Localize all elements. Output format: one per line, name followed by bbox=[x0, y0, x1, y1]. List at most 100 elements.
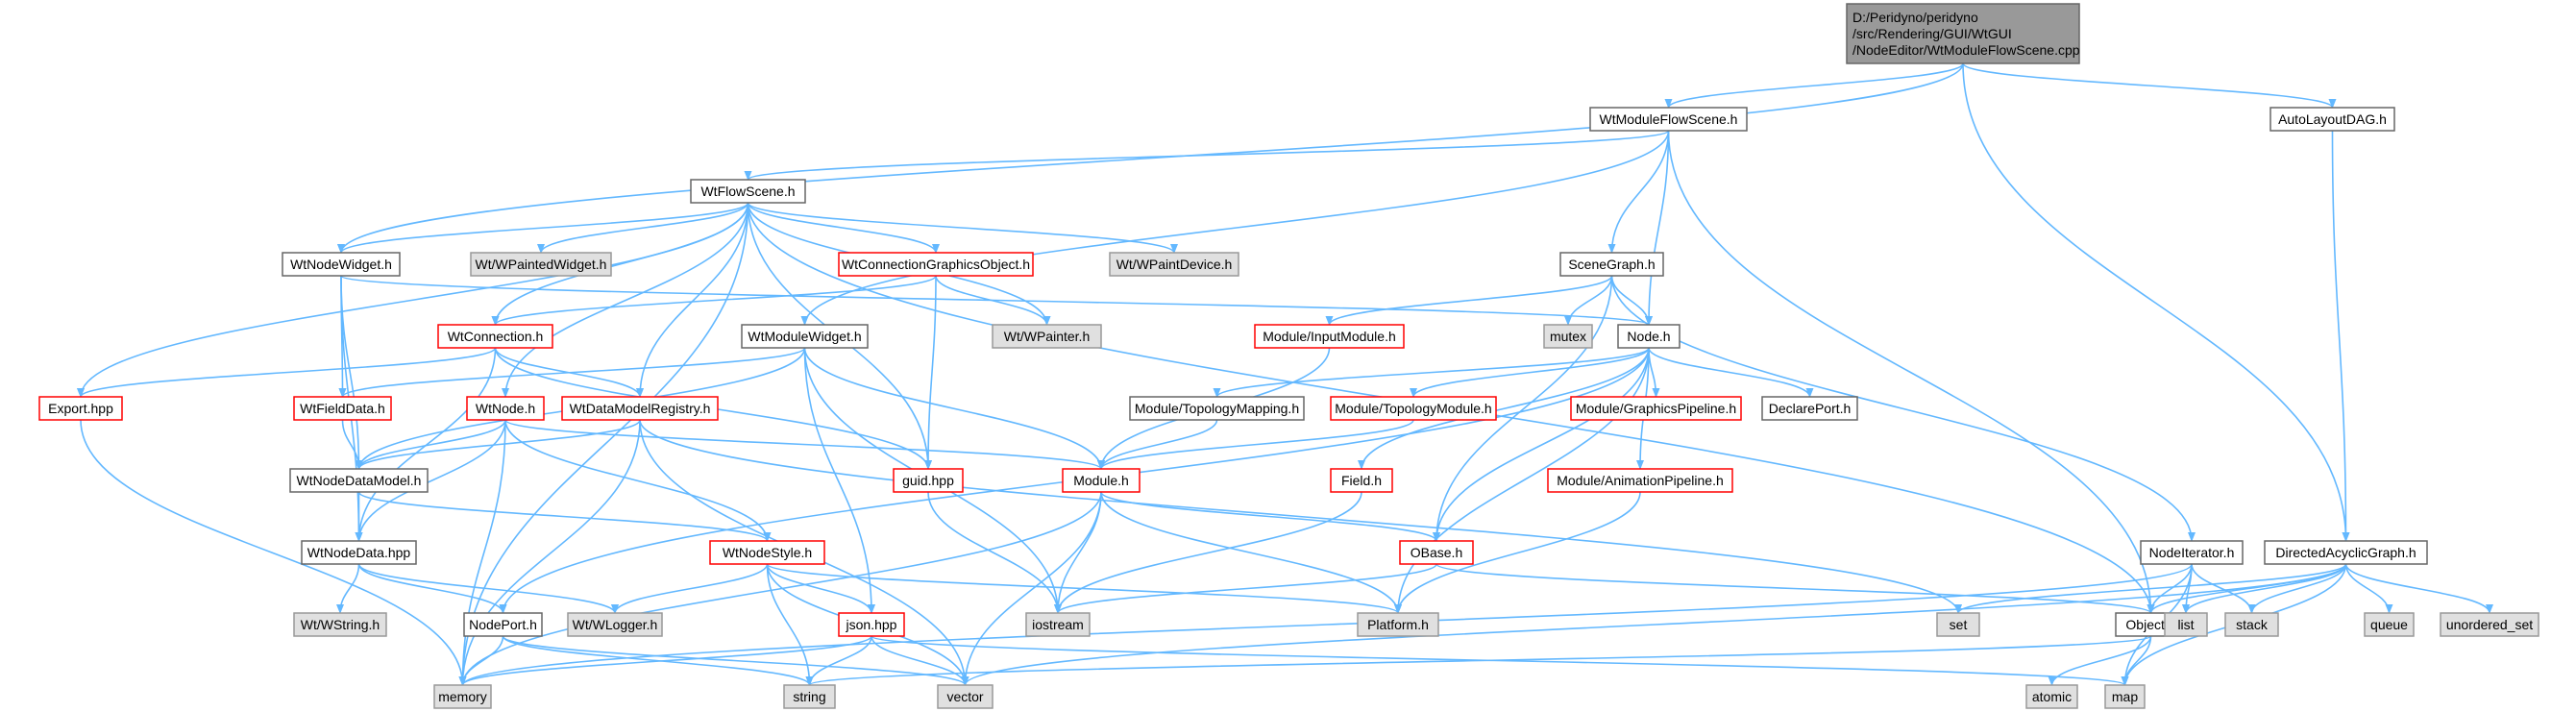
node-fieldh[interactable]: Field.h bbox=[1330, 468, 1393, 493]
node-wlogger: Wt/WLogger.h bbox=[567, 612, 663, 637]
node-jsonhpp[interactable]: json.hpp bbox=[838, 612, 905, 637]
node-box bbox=[838, 252, 1034, 277]
node-wtflow[interactable]: WtFlowScene.h bbox=[690, 179, 806, 204]
node-label: iostream bbox=[1032, 617, 1084, 632]
edge-animpipe-to-platform bbox=[1394, 491, 1641, 614]
node-label: set bbox=[1950, 617, 1968, 632]
node-vector: vector bbox=[937, 684, 994, 709]
node-label: WtNode.h bbox=[476, 401, 535, 416]
edge-wtmodflow-to-scenegraph bbox=[1607, 130, 1670, 254]
node-label: Wt/WPaintDevice.h bbox=[1116, 257, 1233, 272]
node-topomapping[interactable]: Module/TopologyMapping.h bbox=[1129, 396, 1305, 421]
edge-root-to-wtnodewidget bbox=[337, 62, 1964, 254]
node-wtdmreg[interactable]: WtDataModelRegistry.h bbox=[561, 396, 719, 421]
node-label: memory bbox=[438, 689, 487, 704]
node-wtconnection[interactable]: WtConnection.h bbox=[437, 324, 553, 349]
node-dag[interactable]: DirectedAcyclicGraph.h bbox=[2264, 540, 2428, 565]
node-wtnodedatahpp[interactable]: WtNodeData.hpp bbox=[301, 540, 417, 565]
node-mutex: mutex bbox=[1543, 324, 1593, 349]
node-nodeiter[interactable]: NodeIterator.h bbox=[2140, 540, 2244, 565]
node-box bbox=[282, 252, 401, 277]
edge-obase-to-iostream bbox=[1054, 563, 1437, 614]
node-box bbox=[1357, 612, 1439, 637]
node-autolayout[interactable]: AutoLayoutDAG.h bbox=[2269, 107, 2395, 132]
node-wtnodestyle[interactable]: WtNodeStyle.h bbox=[709, 540, 825, 565]
node-exporthpp[interactable]: Export.hpp bbox=[38, 396, 123, 421]
node-wstring: Wt/WString.h bbox=[293, 612, 387, 637]
node-root[interactable]: D:/Peridyno/peridyno/src/Rendering/GUI/W… bbox=[1846, 3, 2080, 64]
edge-wtnodeh-to-wtnodedatamodel bbox=[355, 419, 506, 470]
node-box bbox=[1062, 468, 1141, 493]
edge-wtnodedatamodel-to-wtnodestyle bbox=[357, 491, 772, 542]
node-topomodule[interactable]: Module/TopologyModule.h bbox=[1330, 396, 1497, 421]
node-box bbox=[293, 396, 392, 421]
node-box bbox=[783, 684, 836, 709]
node-label: WtFlowScene.h bbox=[700, 184, 795, 199]
edge-scenegraph-to-nodeiter bbox=[1610, 275, 2196, 542]
node-declareport[interactable]: DeclarePort.h bbox=[1761, 396, 1858, 421]
node-label: WtFieldData.h bbox=[300, 401, 385, 416]
edge-wtflow-to-wtdmreg bbox=[636, 202, 749, 398]
node-wpaintdevice: Wt/WPaintDevice.h bbox=[1109, 252, 1239, 277]
edge-objecth-to-map bbox=[2121, 635, 2152, 686]
edge-wtmodflow-to-objecth bbox=[1667, 130, 2155, 614]
node-label: Platform.h bbox=[1367, 617, 1429, 632]
node-box bbox=[937, 684, 994, 709]
node-wtfielddata[interactable]: WtFieldData.h bbox=[293, 396, 392, 421]
node-label: D:/Peridyno/peridyno bbox=[1852, 10, 1978, 25]
node-label: Node.h bbox=[1627, 329, 1670, 344]
node-label: Object.h bbox=[2125, 617, 2175, 632]
edge-wtnodestyle-to-jsonhpp bbox=[766, 563, 875, 614]
edge-moduleh-to-obase bbox=[1100, 491, 1440, 542]
node-wtnodeh[interactable]: WtNode.h bbox=[466, 396, 545, 421]
node-obase[interactable]: OBase.h bbox=[1399, 540, 1474, 565]
node-label: guid.hpp bbox=[902, 473, 954, 488]
node-label: WtModuleFlowScene.h bbox=[1600, 111, 1738, 127]
edge-scenegraph-to-obase bbox=[1433, 275, 1613, 542]
node-box bbox=[2269, 107, 2395, 132]
node-label: atomic bbox=[2032, 689, 2072, 704]
node-layer: D:/Peridyno/peridyno/src/Rendering/GUI/W… bbox=[38, 3, 2539, 709]
node-inputmodule[interactable]: Module/InputModule.h bbox=[1254, 324, 1405, 349]
node-scenegraph[interactable]: SceneGraph.h bbox=[1559, 252, 1664, 277]
node-box bbox=[1761, 396, 1858, 421]
node-nodeh[interactable]: Node.h bbox=[1617, 324, 1681, 349]
edge-autolayout-to-dag bbox=[2331, 130, 2350, 542]
node-box bbox=[289, 468, 429, 493]
node-box bbox=[1846, 3, 2080, 64]
node-nodeport[interactable]: NodePort.h bbox=[463, 612, 543, 637]
edge-dag-to-queue bbox=[2344, 563, 2393, 614]
edge-wtdmreg-to-memory bbox=[458, 419, 641, 686]
edge-wtflow-to-wpaintdevice bbox=[747, 202, 1178, 254]
node-label: map bbox=[2112, 689, 2138, 704]
node-label: unordered_set bbox=[2446, 617, 2533, 632]
node-label: WtNodeData.hpp bbox=[307, 545, 411, 560]
node-wtmodwidget[interactable]: WtModuleWidget.h bbox=[741, 324, 869, 349]
node-wtnodedatamodel[interactable]: WtNodeDataModel.h bbox=[289, 468, 429, 493]
node-moduleh[interactable]: Module.h bbox=[1062, 468, 1141, 493]
edge-wtmodflow-to-wtflow bbox=[744, 130, 1670, 181]
edge-root-to-wtmodflow bbox=[1664, 62, 1964, 109]
node-box bbox=[2264, 540, 2428, 565]
node-wtconngo[interactable]: WtConnectionGraphicsObject.h bbox=[838, 252, 1034, 277]
edge-dag-to-set bbox=[1954, 563, 2347, 614]
node-set: set bbox=[1936, 612, 1980, 637]
edge-nodeh-to-obase bbox=[1433, 347, 1650, 542]
edge-moduleh-to-vector bbox=[961, 491, 1102, 686]
node-guidhpp[interactable]: guid.hpp bbox=[893, 468, 964, 493]
edge-wtconnection-to-exporthpp bbox=[77, 347, 497, 398]
node-wtmodflow[interactable]: WtModuleFlowScene.h bbox=[1589, 107, 1748, 132]
node-box bbox=[1559, 252, 1664, 277]
node-label: WtConnectionGraphicsObject.h bbox=[842, 257, 1030, 272]
edge-wtnodewidget-to-wtnodedatamodel bbox=[340, 275, 363, 470]
node-animpipe[interactable]: Module/AnimationPipeline.h bbox=[1547, 468, 1733, 493]
edge-wtnodeh-to-wtnodestyle bbox=[504, 419, 772, 542]
node-wpainter: Wt/WPainter.h bbox=[992, 324, 1102, 349]
node-label: WtModuleWidget.h bbox=[748, 329, 861, 344]
node-label: OBase.h bbox=[1411, 545, 1462, 560]
edge-wtflow-to-memory bbox=[458, 202, 749, 686]
node-label: Wt/WLogger.h bbox=[573, 617, 658, 632]
node-wtnodewidget[interactable]: WtNodeWidget.h bbox=[282, 252, 401, 277]
node-graphicspipe[interactable]: Module/GraphicsPipeline.h bbox=[1570, 396, 1742, 421]
